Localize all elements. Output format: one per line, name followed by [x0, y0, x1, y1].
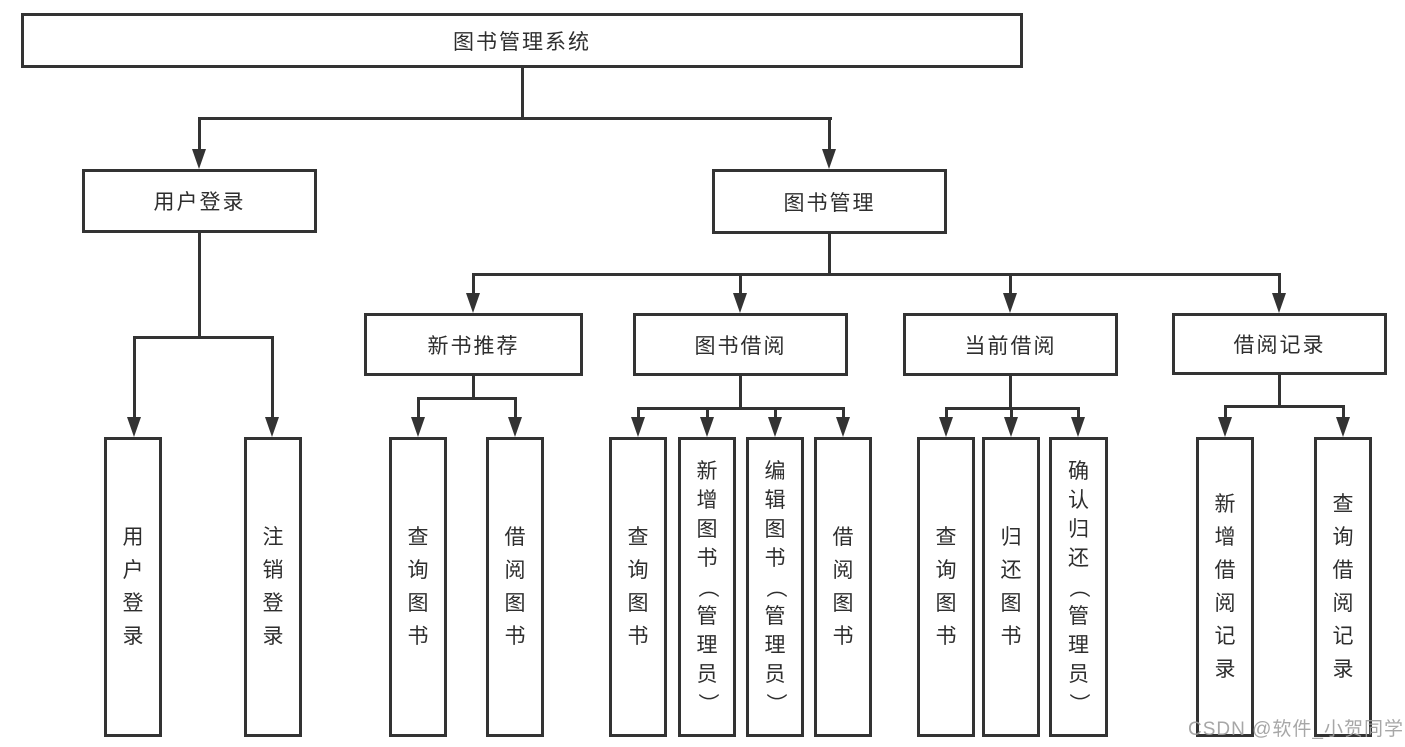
arrow-down-icon	[1004, 417, 1018, 437]
leaf-borrow-book-recommend: 借阅图书	[486, 437, 544, 737]
node-label: 图书管理系统	[453, 30, 591, 54]
node-label: 用户登录	[122, 526, 144, 648]
node-label: 确认归还（管理员）	[1067, 459, 1090, 714]
leaf-confirm-return-admin: 确认归还（管理员）	[1049, 437, 1108, 737]
node-current-borrow: 当前借阅	[903, 313, 1118, 376]
node-label: 查询图书	[627, 526, 649, 648]
connector-line	[514, 397, 517, 419]
leaf-return-book: 归还图书	[982, 437, 1040, 737]
node-label: 借阅图书	[832, 526, 854, 648]
node-label: 图书借阅	[694, 334, 787, 358]
node-label: 查询图书	[935, 526, 957, 648]
arrow-down-icon	[822, 149, 836, 169]
connector-line	[417, 397, 517, 400]
arrow-down-icon	[466, 293, 480, 313]
node-label: 注销登录	[262, 526, 284, 648]
leaf-query-borrow-record: 查询借阅记录	[1314, 437, 1372, 737]
node-borrow-record: 借阅记录	[1172, 313, 1387, 375]
connector-line	[828, 234, 831, 276]
connector-line	[945, 407, 948, 419]
node-user-login: 用户登录	[82, 169, 317, 233]
leaf-user-login: 用户登录	[104, 437, 162, 737]
arrow-down-icon	[1003, 293, 1017, 313]
leaf-add-book-admin: 新增图书（管理员）	[678, 437, 736, 737]
node-label: 编辑图书（管理员）	[763, 459, 787, 714]
connector-line	[133, 336, 136, 419]
node-root: 图书管理系统	[21, 13, 1023, 68]
arrow-down-icon	[127, 417, 141, 437]
arrow-down-icon	[192, 149, 206, 169]
arrow-down-icon	[939, 417, 953, 437]
arrow-down-icon	[1336, 417, 1350, 437]
node-label: 归还图书	[1000, 526, 1022, 648]
leaf-add-borrow-record: 新增借阅记录	[1196, 437, 1254, 737]
connector-line	[198, 233, 201, 339]
connector-line	[706, 407, 709, 419]
connector-line	[739, 273, 742, 295]
arrow-down-icon	[631, 417, 645, 437]
connector-line	[637, 407, 640, 419]
node-label: 当前借阅	[964, 334, 1057, 358]
leaf-query-book-borrow: 查询图书	[609, 437, 667, 737]
arrow-down-icon	[1272, 293, 1286, 313]
connector-line	[271, 336, 274, 419]
node-book-management: 图书管理	[712, 169, 947, 234]
connector-line	[1224, 405, 1227, 419]
connector-line	[1010, 407, 1013, 419]
connector-line	[198, 117, 201, 151]
arrow-down-icon	[508, 417, 522, 437]
connector-line	[521, 68, 524, 120]
leaf-query-book-current: 查询图书	[917, 437, 975, 737]
csdn-watermark: CSDN @软件_小贺同学	[1188, 719, 1404, 740]
node-label: 查询借阅记录	[1332, 493, 1354, 681]
connector-line	[774, 407, 777, 419]
arrow-down-icon	[411, 417, 425, 437]
arrow-down-icon	[768, 417, 782, 437]
arrow-down-icon	[700, 417, 714, 437]
node-label: 借阅记录	[1233, 334, 1326, 357]
arrow-down-icon	[265, 417, 279, 437]
connector-line	[739, 376, 742, 410]
connector-line	[1009, 376, 1012, 410]
leaf-logout: 注销登录	[244, 437, 302, 737]
connector-line	[1342, 405, 1345, 419]
connector-line	[1009, 273, 1012, 295]
node-label: 新书推荐	[427, 334, 520, 358]
connector-line	[417, 397, 420, 419]
node-label: 借阅图书	[504, 526, 526, 648]
connector-line	[133, 336, 274, 339]
connector-line	[828, 117, 831, 151]
arrow-down-icon	[1218, 417, 1232, 437]
connector-line	[472, 273, 475, 295]
connector-line	[198, 117, 832, 120]
connector-line	[1278, 374, 1281, 408]
leaf-borrow-book: 借阅图书	[814, 437, 872, 737]
connector-line	[472, 273, 1281, 276]
node-label: 图书管理	[783, 191, 876, 215]
node-book-borrow: 图书借阅	[633, 313, 848, 376]
connector-line	[1278, 273, 1281, 295]
leaf-query-book-recommend: 查询图书	[389, 437, 447, 737]
arrow-down-icon	[1071, 417, 1085, 437]
connector-line	[1077, 407, 1080, 419]
connector-line	[637, 407, 845, 410]
connector-line	[1224, 405, 1345, 408]
node-label: 新增借阅记录	[1214, 493, 1236, 681]
leaf-edit-book-admin: 编辑图书（管理员）	[746, 437, 804, 737]
node-label: 用户登录	[153, 191, 246, 214]
arrow-down-icon	[733, 293, 747, 313]
connector-line	[472, 376, 475, 400]
connector-line	[842, 407, 845, 419]
node-label: 新增图书（管理员）	[695, 459, 719, 714]
node-label: 查询图书	[407, 526, 429, 648]
arrow-down-icon	[836, 417, 850, 437]
node-new-book-recommend: 新书推荐	[364, 313, 583, 376]
